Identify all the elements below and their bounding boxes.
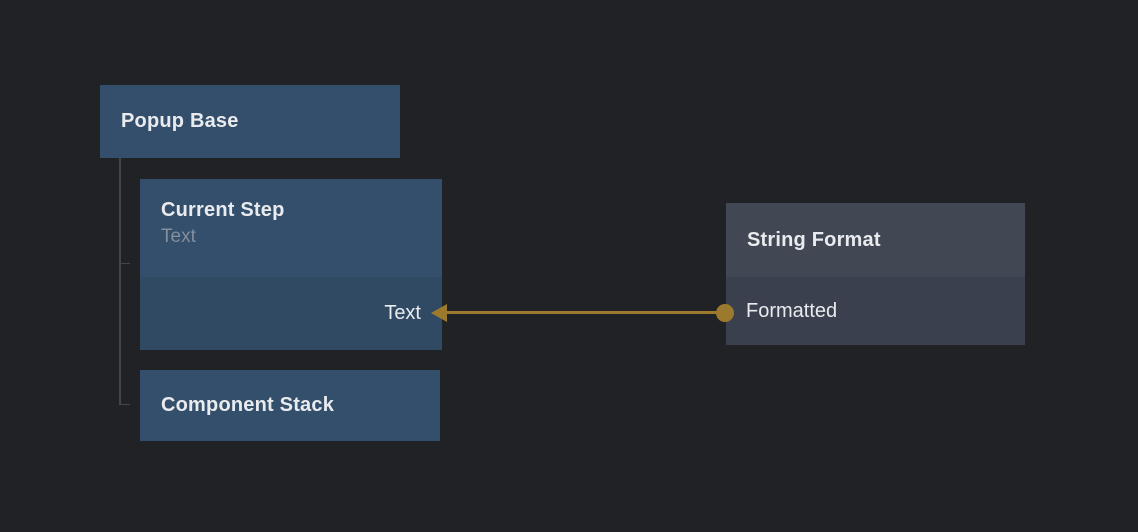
node-component-stack-title: Component Stack — [161, 394, 335, 416]
tree-line-branch-component-stack — [120, 403, 130, 405]
wire-formatted-to-text[interactable] — [436, 310, 725, 314]
port-formatted-output[interactable]: Formatted — [726, 277, 1025, 345]
port-text-input-label: Text — [384, 302, 421, 324]
node-popup-base[interactable]: Popup Base — [100, 85, 400, 158]
node-string-format-header: String Format — [726, 203, 1025, 277]
node-string-format[interactable]: String Format Formatted — [726, 203, 1025, 345]
tree-line-vertical — [119, 158, 121, 405]
node-popup-base-title: Popup Base — [121, 110, 239, 132]
node-string-format-title: String Format — [747, 228, 881, 251]
wire-arrowhead-icon — [431, 303, 447, 322]
tree-line-branch-current-step — [120, 262, 130, 264]
node-current-step-subtitle: Text — [161, 226, 196, 247]
node-component-stack[interactable]: Component Stack — [140, 370, 440, 441]
node-current-step[interactable]: Current Step Text Text — [140, 179, 442, 350]
port-formatted-output-label: Formatted — [746, 299, 838, 322]
node-current-step-header: Current Step Text — [140, 179, 442, 277]
port-text-input[interactable]: Text — [140, 277, 442, 350]
wire-output-dot-icon[interactable] — [716, 303, 734, 322]
node-current-step-title: Current Step — [161, 199, 285, 221]
